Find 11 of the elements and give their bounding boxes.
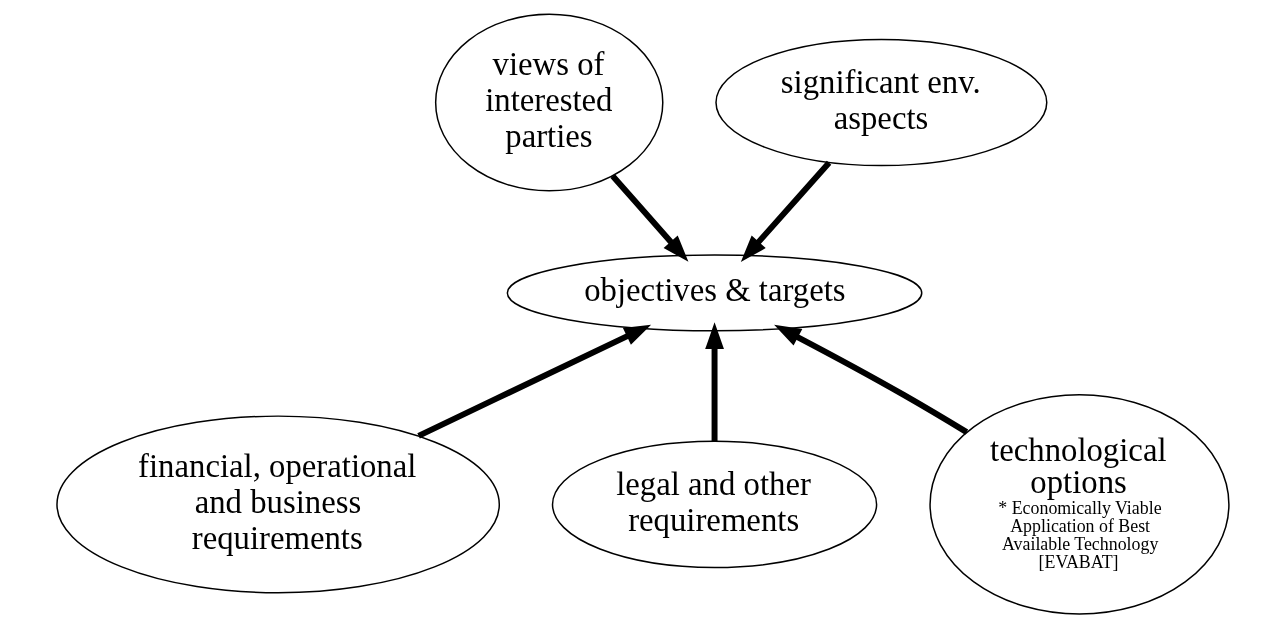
node-ellipse: technological options * Economically Viable Application of Best Available Technology [EVABAT] bbox=[928, 394, 1230, 615]
arrow bbox=[740, 160, 831, 262]
node-ellipse: views of interested parties bbox=[434, 13, 664, 192]
node-ellipse: financial, operational and business requirements bbox=[55, 415, 500, 594]
arrow bbox=[416, 324, 651, 439]
node-ellipse: significant env. aspects bbox=[714, 38, 1047, 167]
arrow bbox=[704, 322, 724, 442]
node-ellipse: legal and other requirements bbox=[551, 440, 877, 569]
node-ellipse: objectives & targets bbox=[506, 254, 922, 332]
arrow bbox=[773, 324, 968, 435]
arrow bbox=[609, 173, 688, 262]
